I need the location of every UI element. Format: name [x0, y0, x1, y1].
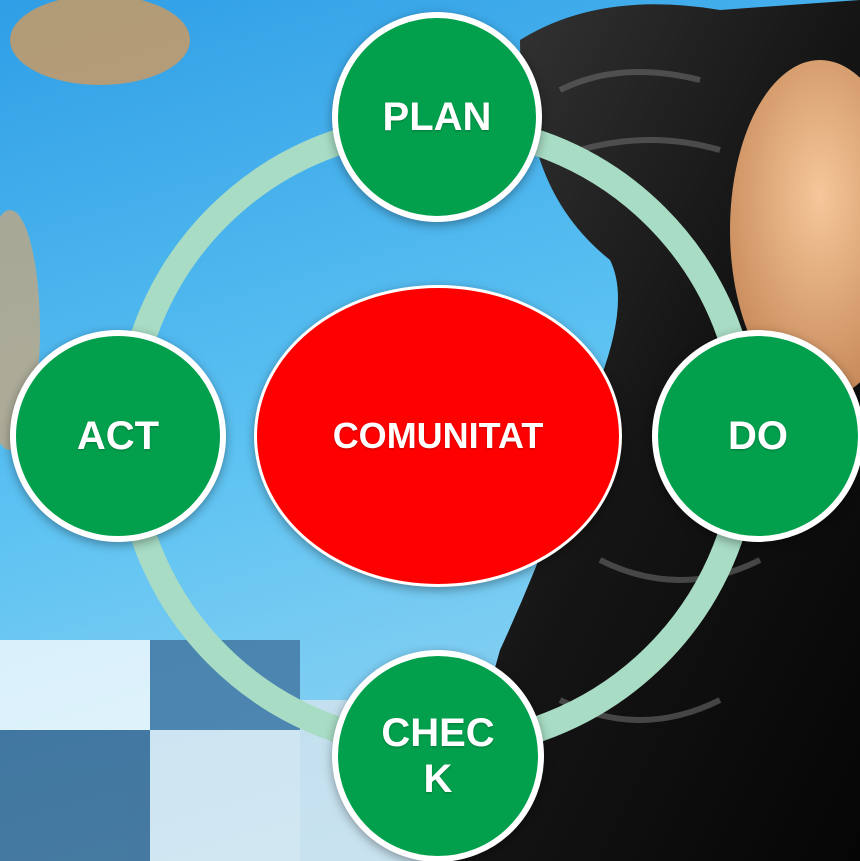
do-label: DO — [728, 414, 788, 458]
do-node: DO — [652, 330, 860, 542]
act-label: ACT — [76, 414, 160, 458]
plan-node: PLAN — [332, 12, 542, 222]
check-label: CHEC K — [381, 711, 495, 801]
plan-label: PLAN — [382, 95, 492, 139]
center-label: COMUNITAT — [332, 415, 544, 457]
check-node: CHEC K — [332, 650, 544, 861]
act-node: ACT — [10, 330, 226, 542]
center-node: COMUNITAT — [254, 285, 622, 587]
